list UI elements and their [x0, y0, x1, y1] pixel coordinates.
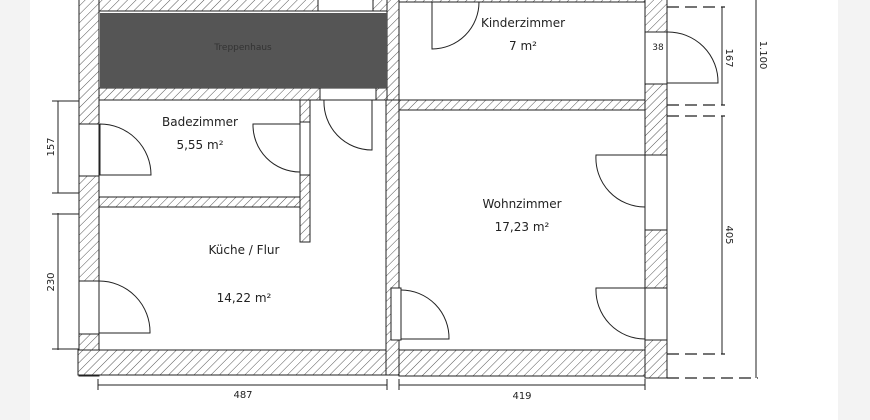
- stairwell-area: [100, 13, 387, 88]
- dimension-left-upper: 157: [46, 137, 57, 156]
- children-room-label: Kinderzimmer: [481, 16, 565, 30]
- dimension-left-lower: 230: [46, 272, 57, 291]
- dimension-window-depth: 38: [652, 43, 664, 53]
- kitchen-hall-area: 14,22 m²: [217, 291, 272, 305]
- openings: [78, 0, 668, 341]
- dimension-bottom-left: 487: [233, 390, 252, 401]
- dimension-bottom-right: 419: [512, 391, 531, 402]
- living-room-area: 17,23 m²: [495, 220, 550, 234]
- dimension-lines: [52, 0, 758, 390]
- dimension-right-upper: 167: [723, 48, 734, 67]
- stairwell-label: Treppenhaus: [213, 43, 272, 53]
- dimension-right-total: 1.100: [757, 41, 768, 70]
- bathroom-area: 5,55 m²: [176, 138, 223, 152]
- door-swings: [98, 1, 719, 340]
- bathroom-label: Badezimmer: [162, 115, 238, 129]
- kitchen-hall-label: Küche / Flur: [209, 243, 280, 257]
- children-room-area: 7 m²: [509, 39, 537, 53]
- living-room-label: Wohnzimmer: [482, 197, 561, 211]
- dimension-right-lower: 405: [723, 225, 734, 244]
